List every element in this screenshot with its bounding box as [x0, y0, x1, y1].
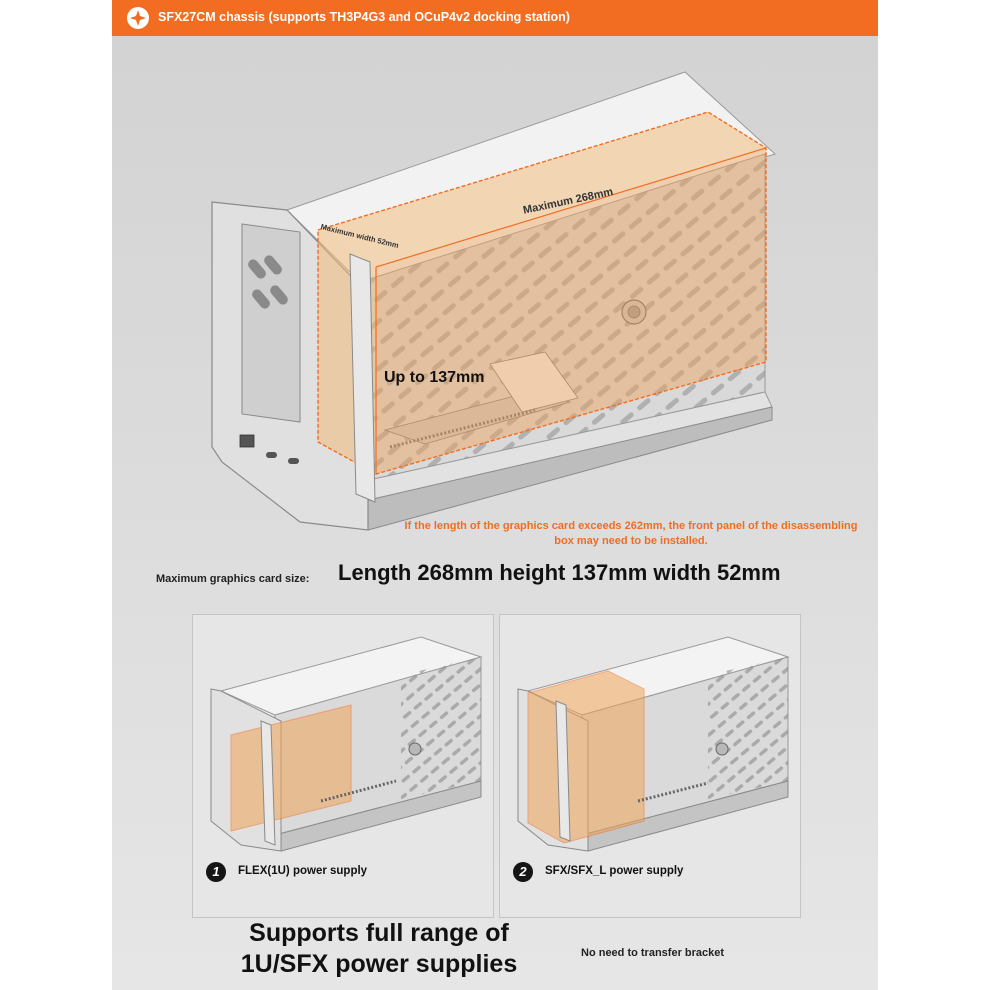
flex-psu-card: 1 FLEX(1U) power supply	[192, 614, 494, 918]
banner-title: SFX27CM chassis (supports TH3P4G3 and OC…	[158, 10, 570, 24]
max-size-label: Maximum graphics card size:	[156, 573, 310, 585]
sfx-psu-card: 2 SFX/SFX_L power supply	[499, 614, 801, 918]
headline-line-1: Supports full range of	[249, 919, 509, 947]
no-bracket-note: No need to transfer bracket	[581, 947, 725, 959]
psu-support-headline: Supports full range of 1U/SFX power supp…	[192, 918, 566, 980]
headline-line-2: 1U/SFX power supplies	[240, 950, 518, 978]
option-label: SFX/SFX_L power supply	[545, 865, 684, 877]
max-size-value: Length 268mm height 137mm width 52mm	[338, 560, 781, 585]
height-dimension-label: Up to 137mm	[384, 369, 485, 386]
sfx-psu-illustration	[517, 636, 790, 852]
chassis-illustration	[211, 71, 776, 531]
header-banner: SFX27CM chassis (supports TH3P4G3 and OC…	[112, 0, 878, 36]
option-number-badge: 1	[206, 862, 226, 882]
option-label: FLEX(1U) power supply	[238, 865, 368, 877]
brand-logo-icon	[127, 7, 149, 29]
option-number-badge: 2	[513, 862, 533, 882]
flex-psu-illustration	[210, 636, 483, 852]
length-warning-note: If the length of the graphics card excee…	[404, 520, 858, 547]
